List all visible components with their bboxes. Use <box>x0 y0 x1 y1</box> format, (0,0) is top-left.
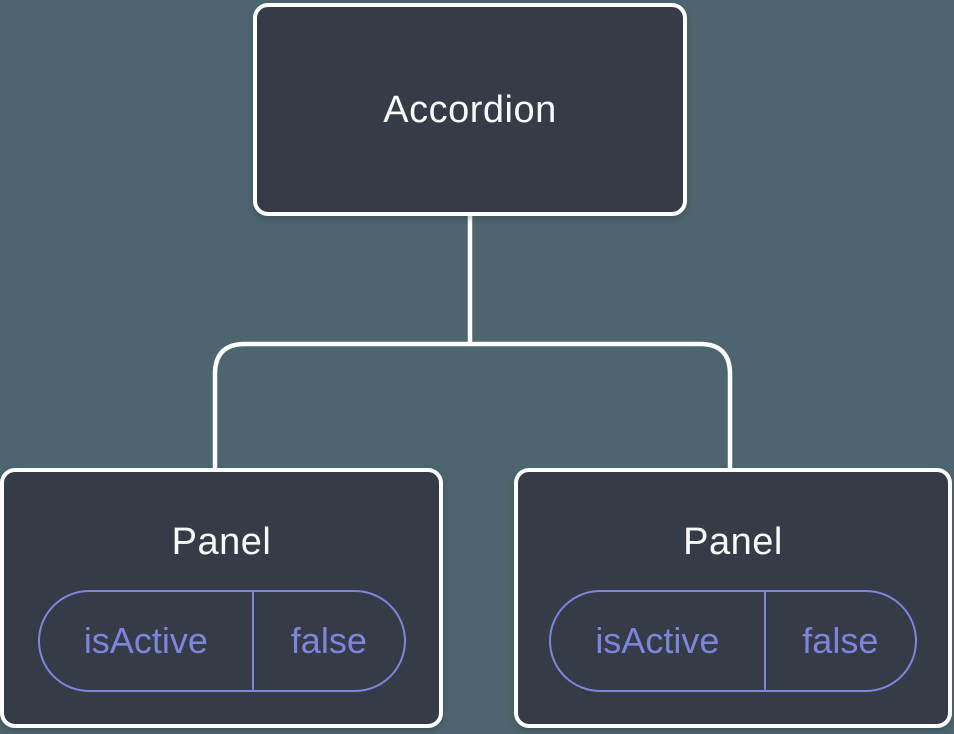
root-node-label: Accordion <box>383 88 557 131</box>
tree-node-panel-left: Panel isActive false <box>0 468 443 728</box>
prop-value: false <box>290 620 367 661</box>
prop-pill: isActive false <box>37 590 406 692</box>
connector-bracket <box>212 341 733 472</box>
tree-node-root: Accordion <box>253 3 687 216</box>
prop-pill: isActive false <box>549 590 917 692</box>
tree-node-panel-right: Panel isActive false <box>514 468 952 728</box>
prop-value: false <box>802 620 879 661</box>
panel-node-label: Panel <box>171 521 272 563</box>
prop-name: isActive <box>40 592 255 690</box>
prop-name: isActive <box>551 592 766 690</box>
panel-node-label: Panel <box>683 521 783 563</box>
